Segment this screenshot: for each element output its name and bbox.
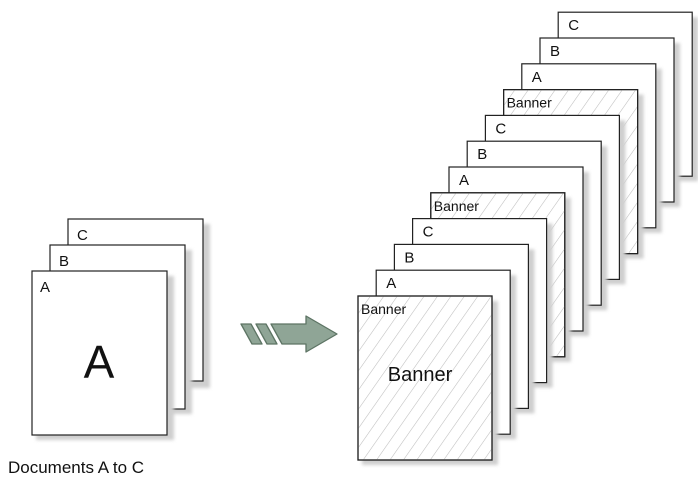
result-page-10-label: B (404, 249, 414, 266)
result-page-9-label: C (423, 224, 434, 241)
source-page-c-label: C (77, 227, 88, 244)
source-document-stack: C B A A Documents A to C (8, 218, 210, 477)
result-page-7-label: A (459, 172, 469, 189)
result-page-8-label: Banner (434, 198, 479, 214)
source-page-b-label: B (59, 253, 69, 270)
result-page-11-label: A (386, 275, 396, 292)
result-page-12-label: Banner (361, 301, 406, 317)
result-page-1-label: C (568, 17, 579, 34)
result-front-banner-big-label: Banner (388, 364, 453, 386)
result-page-6-label: B (477, 146, 487, 163)
transform-arrow (240, 315, 338, 353)
source-page-a-big-letter: A (84, 336, 115, 388)
result-page-2-label: B (550, 43, 560, 60)
source-stack-caption: Documents A to C (8, 458, 144, 477)
result-page-5-label: C (495, 120, 506, 137)
result-page-4-label: Banner (507, 95, 552, 111)
source-page-a-label: A (40, 279, 50, 296)
result-page-3-label: A (532, 69, 542, 86)
source-page-a: A A (31, 270, 174, 440)
